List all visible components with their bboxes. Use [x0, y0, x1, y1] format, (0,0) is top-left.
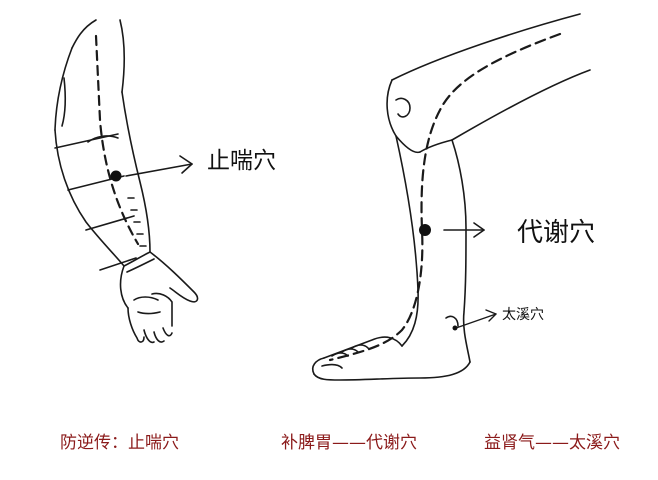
label-daixie: 代谢穴: [517, 218, 596, 248]
arrow-daixie: [443, 222, 485, 238]
acupoint-dot-zhichuan: [110, 170, 122, 182]
acupoint-dot-daixie: [419, 224, 431, 236]
arm-drawing: [54, 19, 199, 344]
label-taixi: 太溪穴: [502, 307, 544, 323]
arrow-zhichuan: [125, 155, 193, 177]
caption-prevent-transmission: 防逆传：止喘穴: [60, 433, 179, 453]
arrow-taixi: [455, 309, 497, 329]
caption-benefit-kidney-qi: 益肾气——太溪穴: [484, 433, 620, 453]
label-zhichuan: 止喘穴: [207, 148, 276, 174]
caption-tonify-spleen-stomach: 补脾胃——代谢穴: [281, 433, 417, 453]
leg-drawing: [311, 13, 591, 381]
acupoint-dot-taixi: [452, 325, 458, 331]
